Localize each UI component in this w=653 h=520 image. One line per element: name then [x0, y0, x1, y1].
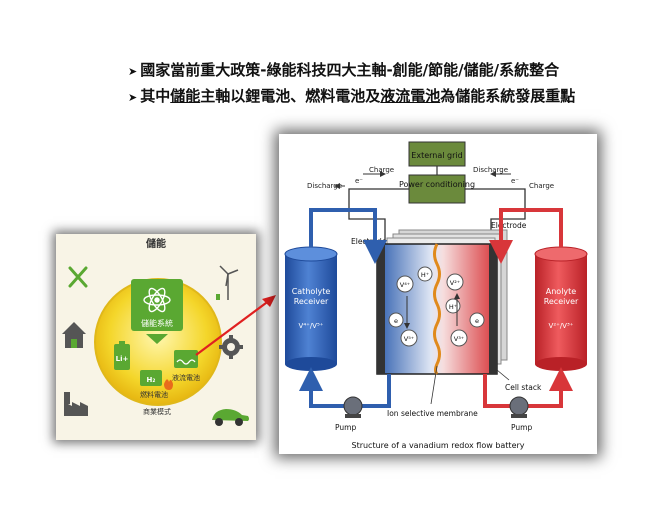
lithium-battery-icon	[114, 344, 130, 370]
wire-left	[348, 188, 409, 246]
red-pipe-bottom-left	[483, 374, 511, 408]
diagram-caption: Structure of a vanadium redox flow batte…	[351, 441, 524, 450]
anolyte-line2: Receiver	[544, 297, 579, 306]
red-pipe-bottom-right	[527, 367, 573, 408]
catholyte-tank-bottom	[285, 357, 337, 371]
wave-icon	[176, 359, 196, 365]
anolyte-tank-top	[534, 246, 588, 262]
discharge-left-label: Discharge	[307, 182, 342, 190]
ion-v23-bottom: V³⁺	[454, 335, 464, 343]
fuel-cell-box	[140, 370, 162, 386]
power-conditioning-label: Power conditioning	[399, 180, 475, 189]
bullet-arrow-icon: ➤	[128, 65, 138, 78]
ion-e-left: e	[394, 317, 398, 325]
fuel-cell-label: 燃料電池	[140, 390, 168, 399]
electron-left-label: e⁻	[355, 177, 363, 185]
cell-stack-label: Cell stack	[505, 383, 542, 392]
ion-v45-top: V⁴⁺	[400, 281, 410, 289]
pump-right-icon	[509, 396, 529, 418]
bullet-list: ➤國家當前重大政策-綠能科技四大主軸-創能/節能/儲能/系統整合 ➤其中儲能主軸…	[128, 58, 575, 110]
home-icon	[62, 322, 86, 348]
red-pipe-top	[489, 208, 563, 264]
bullet-text-2-underline-2: 液流電池	[380, 87, 441, 105]
bullet-text-1: 國家當前重大政策-綠能科技四大主軸-創能/節能/儲能/系統整合	[140, 61, 560, 79]
car-icon	[212, 409, 249, 426]
energy-storage-panel: 儲能 儲能系統 Li+ H₂ 燃料電池 液流電池 商業模式	[56, 234, 256, 440]
ion-e-right: e	[475, 317, 479, 325]
membrane-line	[433, 243, 441, 376]
h2-label: H₂	[147, 376, 156, 384]
vrfb-diagram-panel: External grid Power conditioning Dischar…	[279, 134, 597, 454]
anolyte-tank-bottom	[535, 357, 587, 371]
catholyte-line2: Receiver	[294, 297, 329, 306]
business-model-label: 商業模式	[143, 407, 171, 416]
pump-left-icon	[343, 396, 363, 418]
pump-right-label: Pump	[511, 423, 532, 432]
membrane-pointer	[430, 365, 438, 405]
battery-cap	[119, 341, 125, 345]
flow-cell-label: 液流電池	[172, 373, 200, 382]
bullet-text-2b: 主軸以鋰電池、燃料電池及	[200, 87, 381, 105]
catholyte-tank	[285, 254, 337, 364]
blue-pipe-bottom-left	[299, 367, 345, 408]
anolyte-tank	[535, 254, 587, 364]
bullet-text-2a: 其中	[140, 87, 171, 105]
energy-storage-graphic: 儲能 儲能系統 Li+ H₂ 燃料電池 液流電池 商業模式	[62, 237, 249, 426]
wire-right	[465, 188, 526, 246]
electrode-right-label: Electrode	[491, 221, 527, 230]
charge-left-label: Charge	[369, 166, 394, 174]
electrode-right-plate	[489, 244, 497, 374]
vrfb-diagram: External grid Power conditioning Dischar…	[284, 141, 588, 450]
arrowhead-icon	[262, 295, 276, 307]
bullet-line-1: ➤國家當前重大政策-綠能科技四大主軸-創能/節能/儲能/系統整合	[128, 58, 575, 84]
electron-right-label: e⁻	[511, 177, 519, 185]
external-grid-box	[408, 141, 466, 167]
discharge-right-label: Discharge	[473, 166, 508, 174]
wind-turbine-icon	[216, 265, 239, 300]
pump-left-label: Pump	[335, 423, 356, 432]
cell-stack-pointer	[496, 369, 510, 381]
bullet-text-2-underline-1: 儲能	[170, 87, 201, 105]
anolyte-line1: Anolyte	[546, 287, 577, 296]
atom-icon	[143, 287, 171, 313]
flow-cell-box	[174, 350, 198, 368]
anolyte-ions: V²⁺/V³⁺	[549, 322, 574, 330]
catholyte-line1: Catholyte	[292, 287, 331, 296]
bullet-line-2: ➤其中儲能主軸以鋰電池、燃料電池及液流電池為儲能系統發展重點	[128, 84, 575, 110]
ion-h-right: H⁺	[449, 303, 457, 311]
charge-right-label: Charge	[529, 182, 554, 190]
factory-icon	[64, 392, 88, 416]
gear-icon	[219, 335, 243, 359]
electrode-left-plate	[377, 244, 385, 374]
external-grid-label: External grid	[411, 151, 462, 160]
membrane-label: Ion selective membrane	[387, 409, 478, 418]
tools-icon	[68, 266, 88, 288]
blue-pipe-top	[309, 208, 387, 264]
catholyte-tank-top	[284, 246, 338, 262]
ion-v23-top: V²⁺	[450, 279, 460, 287]
bullet-arrow-icon: ➤	[128, 91, 138, 104]
catholyte-ions: V⁴⁺/V⁵⁺	[299, 322, 324, 330]
flame-icon	[164, 379, 173, 390]
ion-h-left: H⁺	[421, 271, 429, 279]
electrode-left-label: Electrode	[351, 237, 387, 246]
lithium-label: Li+	[116, 355, 129, 363]
down-triangle-icon	[146, 334, 168, 344]
power-label: Power conditioning	[399, 180, 475, 189]
panel-title: 儲能	[145, 237, 166, 250]
bullet-text-2c: 為儲能系統發展重點	[440, 87, 576, 105]
ion-v45-bottom: V⁵⁺	[404, 335, 414, 343]
energy-system-label: 儲能系統	[141, 318, 173, 328]
blue-pipe-bottom-right	[361, 374, 391, 408]
ion-circles: V⁴⁺ H⁺ e V⁵⁺ V²⁺ H⁺ e V³⁺	[388, 266, 485, 347]
